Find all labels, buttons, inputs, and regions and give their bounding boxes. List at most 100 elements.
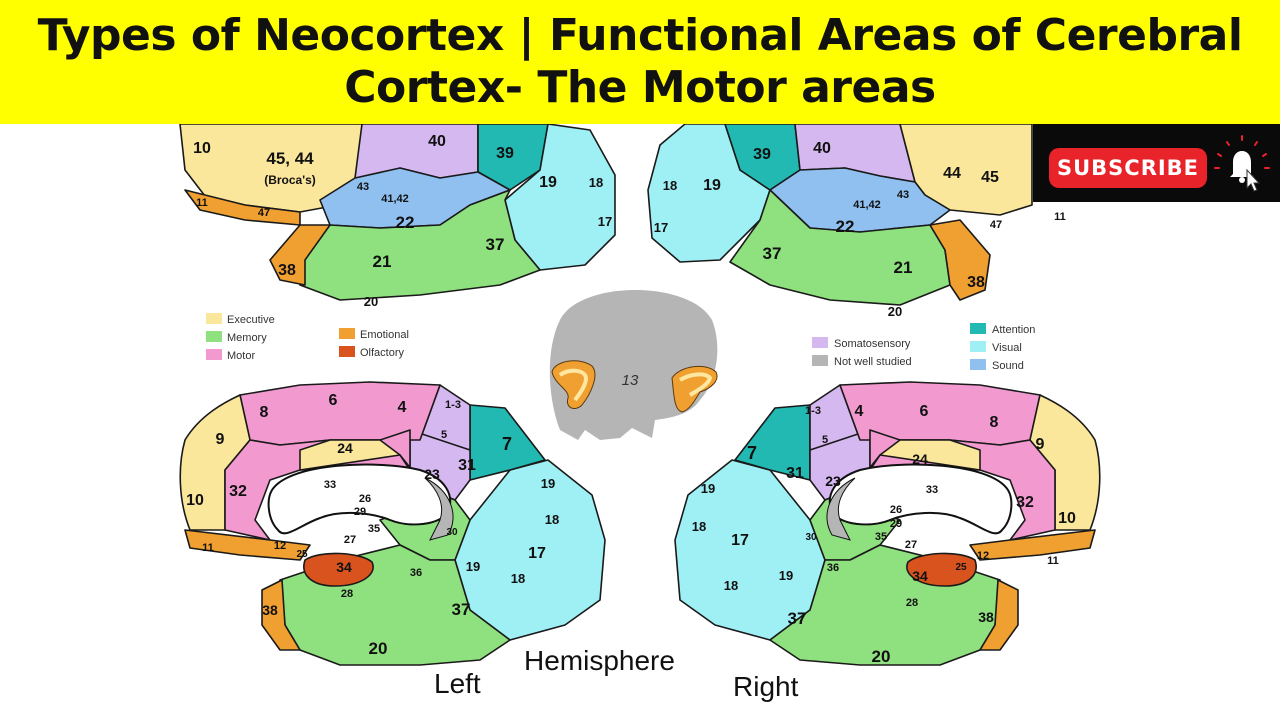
hemisphere-left-label: Left [434,668,481,699]
area-label: 33 [926,484,938,496]
brain-diagram: 10 45, 44 (Broca's) 40 39 19 18 17 11 47… [179,124,1101,702]
area-label: 38 [262,602,278,618]
area-label: (Broca's) [264,173,316,187]
region-emotional-38-medial-right [979,579,1019,651]
area-label: 10 [1058,510,1076,527]
corpus-callosum-left [267,463,452,535]
hemisphere-right-label: Right [733,671,799,702]
area-label: 34 [336,559,352,575]
area-label: 23 [424,466,440,482]
area-label: 21 [894,258,913,277]
area-label: 21 [373,252,392,271]
area-label: 47 [990,219,1002,231]
area-label: Attention [992,324,1035,336]
hemisphere-center-label: Hemisphere [524,645,675,676]
area-label: 33 [324,479,336,491]
area-label: 32 [1016,494,1034,511]
legend-left: Executive Memory Motor Emotional Olfacto… [206,313,409,362]
area-label: 28 [906,597,918,609]
area-label: Executive [227,314,275,326]
area-label: 24 [912,451,928,467]
area-label: 9 [216,431,225,448]
legend-swatch-visual [970,341,986,352]
area-label: 6 [920,403,929,420]
area-label: 40 [813,140,831,157]
legend-swatch-somatosensory [812,337,828,348]
legend-swatch-emotional [339,328,355,339]
legend-swatch-olfactory [339,346,355,357]
area-label: 19 [539,174,557,191]
area-label: 18 [724,578,738,593]
area-label: 20 [888,304,902,319]
area-label: 35 [368,523,380,535]
area-label: 31 [786,465,804,482]
corpus-callosum-right [828,463,1013,535]
area-label: 25 [296,549,308,560]
region-visual-lateral [504,124,616,271]
area-label: 1-3 [805,405,821,417]
area-label: 11 [202,542,214,554]
area-label: Somatosensory [834,338,911,350]
area-label: 12 [274,540,286,552]
legend-swatch-sound [970,359,986,370]
region-olfactory-34 [303,552,374,587]
subscribe-button[interactable]: SUBSCRIBE [1049,148,1207,188]
area-label: 19 [703,177,721,194]
area-label: 45 [981,169,999,186]
insula-inner-right [678,372,713,397]
area-label: 30 [446,527,458,538]
area-label: 11 [196,197,208,209]
area-label: 27 [905,539,917,551]
legend-swatch-motor [206,349,222,360]
area-label: Not well studied [834,356,912,368]
area-label: 22 [396,213,415,232]
insula-label: 13 [622,372,639,389]
area-label: 47 [258,207,270,219]
area-label: Sound [992,360,1024,372]
area-label: 24 [337,440,353,456]
area-label: 17 [654,220,668,235]
area-label: 41,42 [853,199,881,211]
region-emotional-38-medial [261,579,301,651]
bell-icon[interactable] [1211,134,1273,196]
area-label: 38 [978,609,994,625]
area-label: 6 [329,392,338,409]
area-label: 43 [897,189,909,201]
area-label: 29 [890,518,902,530]
area-label: 9 [1036,436,1045,453]
area-label: 20 [872,647,891,666]
area-label: 8 [260,404,269,421]
area-label: 27 [344,534,356,546]
area-label: 37 [452,600,471,619]
area-label: 22 [836,217,855,236]
legend-swatch-attention [970,323,986,334]
region-olfactory-34-right [906,552,977,587]
legend-swatch-not-well-studied [812,355,828,366]
area-label: 7 [502,434,512,454]
region-executive-24 [299,439,401,471]
lateral-right-labels: 39 40 18 19 17 44 45 43 41,42 22 47 11 3… [654,140,1066,319]
region-emotional-orbital-right [969,529,1096,561]
insula-view: 13 [549,290,718,440]
area-label: 8 [990,414,999,431]
area-label: 37 [486,235,505,254]
region-executive-24-right [879,439,981,471]
area-label: 19 [779,568,793,583]
area-label: 39 [753,146,771,163]
area-label: 5 [441,429,447,441]
area-label: 38 [278,262,296,279]
area-label: 40 [428,133,446,150]
area-label: 18 [589,175,603,190]
area-label: 29 [354,506,366,518]
insula-inner-left [558,368,589,402]
title-line-1: Types of Neocortex | Functional Areas of… [37,10,1243,61]
area-label: Memory [227,332,267,344]
region-attention-39 [477,124,549,191]
area-label: 4 [855,403,864,420]
area-label: 34 [912,568,928,584]
area-label: 35 [875,531,887,543]
area-label: 37 [763,244,782,263]
area-label: 25 [955,562,967,573]
lateral-right-view [647,124,1033,306]
grey-band-right [826,477,856,541]
